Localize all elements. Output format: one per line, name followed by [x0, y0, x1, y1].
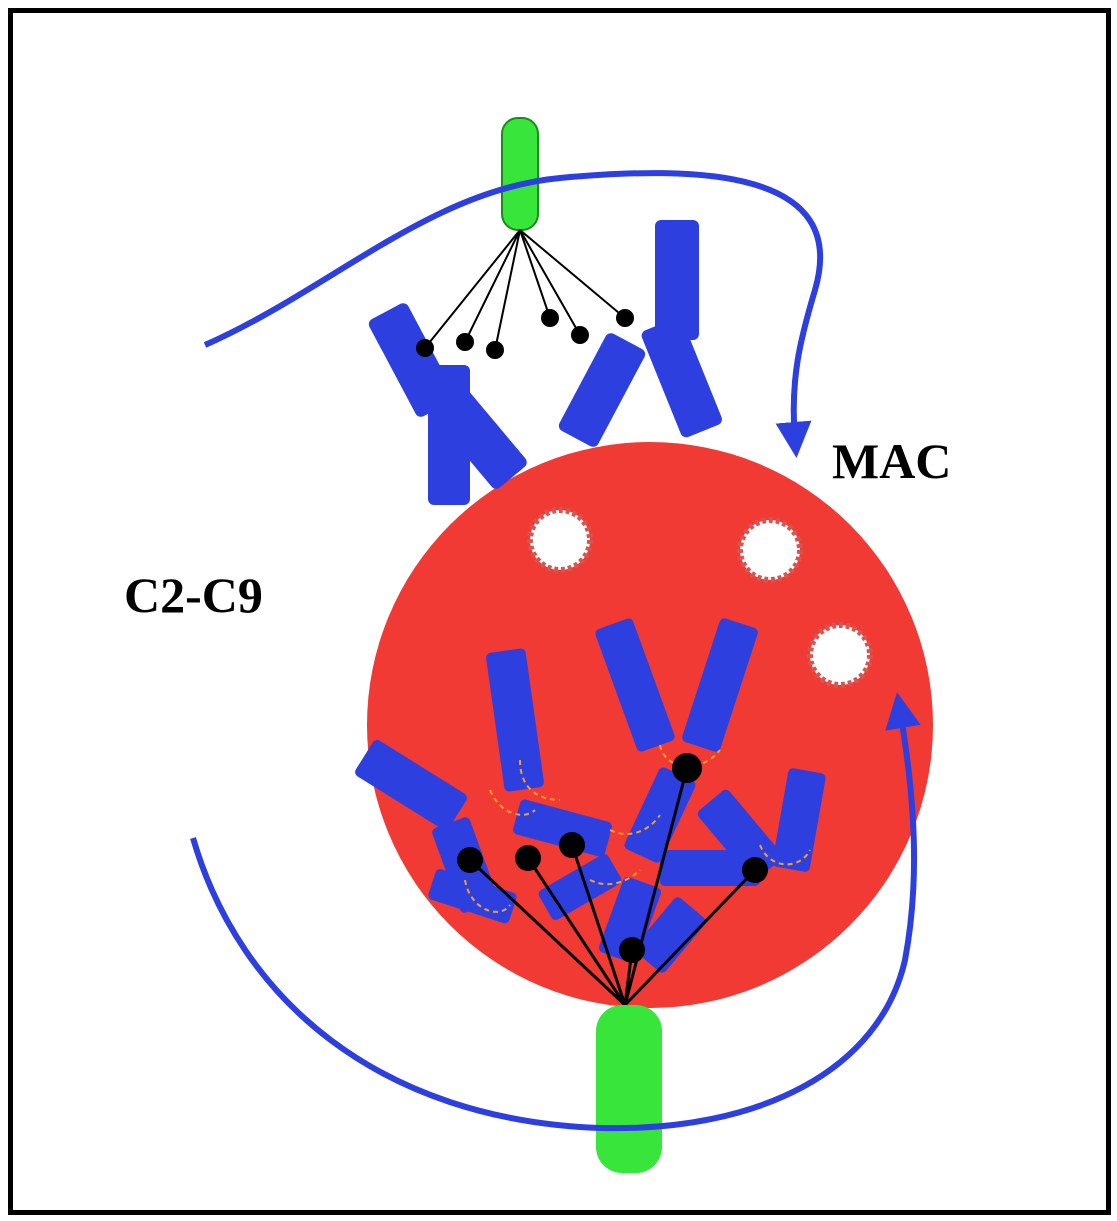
- c1-heads-bottom: [457, 753, 768, 963]
- c1-tethers-top: [424, 229, 626, 351]
- membrane-pore: [737, 517, 803, 583]
- c1-tethers-bottom: [468, 767, 757, 1007]
- c1-complex-top: [501, 117, 539, 231]
- binding-sites: [464, 744, 811, 913]
- antibody-free-left: [368, 303, 527, 505]
- membrane-pore: [807, 622, 873, 688]
- membrane-pore: [527, 507, 593, 573]
- arrow-bottom: [190, 692, 921, 1132]
- antibody-free-right: [558, 220, 722, 447]
- c2-c9-label: C2-C9: [124, 567, 263, 623]
- antibody-bound: [355, 618, 826, 973]
- c1-heads-top: [416, 309, 634, 359]
- mac-label: MAC: [832, 433, 951, 489]
- arrow-top: [203, 170, 824, 458]
- c1-complex-bottom: [596, 1005, 662, 1173]
